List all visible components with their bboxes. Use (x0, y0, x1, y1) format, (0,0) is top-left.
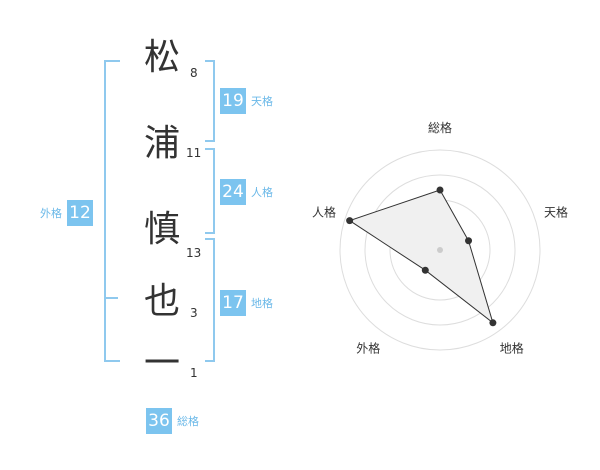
radar-ring (339, 149, 541, 351)
tenkaku-bracket (205, 60, 215, 142)
gaikaku-inner-bracket (104, 297, 118, 299)
chikaku-label: 地格 (251, 297, 273, 310)
soukaku-score: 36 総格 (146, 408, 199, 434)
soukaku-value: 36 (146, 408, 172, 434)
jinkaku-bracket (205, 148, 215, 234)
gaikaku-label: 外格 (40, 207, 62, 220)
tenkaku-score: 19 天格 (220, 88, 273, 114)
jinkaku-score: 24 人格 (220, 179, 273, 205)
stroke-count-5: 1 (190, 366, 198, 380)
radar-point (489, 319, 497, 327)
radar-axis-label: 総格 (428, 120, 452, 135)
radar-polygon (348, 189, 494, 325)
stroke-count-1: 8 (190, 66, 198, 80)
tenkaku-value: 19 (220, 88, 246, 114)
gaikaku-value: 12 (67, 200, 93, 226)
chikaku-bracket (205, 238, 215, 362)
name-char-4: 也 (143, 281, 180, 322)
name-char-2: 浦 (143, 123, 180, 164)
radar-center (437, 247, 443, 253)
radar-point (421, 266, 429, 274)
name-char-1: 松 (143, 37, 180, 78)
stroke-count-2: 11 (186, 146, 202, 160)
soukaku-label: 総格 (177, 415, 199, 428)
radar-point (465, 237, 473, 245)
name-char-5: 一 (143, 343, 180, 384)
radar-ring (364, 174, 516, 326)
stroke-count-3: 13 (186, 246, 202, 260)
gaikaku-score: 12 外格 (40, 200, 93, 226)
jinkaku-value: 24 (220, 179, 246, 205)
chikaku-score: 17 地格 (220, 290, 273, 316)
radar-axis-label: 地格 (500, 341, 524, 356)
radar-axis-label: 外格 (356, 341, 380, 356)
radar-axis-label: 人格 (312, 204, 336, 219)
name-char-3: 慎 (143, 209, 180, 250)
radar-point (346, 217, 354, 225)
gaikaku-bracket (104, 60, 120, 362)
radar-point (436, 186, 444, 194)
chikaku-value: 17 (220, 290, 246, 316)
stroke-count-4: 3 (190, 306, 198, 320)
jinkaku-label: 人格 (251, 186, 273, 199)
radar-axis-label: 天格 (544, 204, 568, 219)
tenkaku-label: 天格 (251, 95, 273, 108)
